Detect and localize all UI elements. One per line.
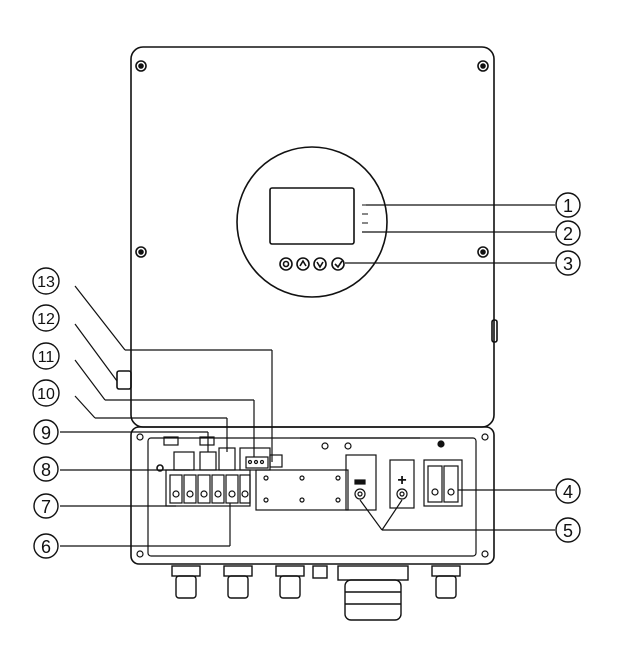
side-knob: [491, 319, 498, 343]
callout-11-label: 11: [38, 349, 55, 366]
callout-13: 13: [32, 267, 60, 295]
display-panel: [236, 146, 388, 298]
callout-6: 6: [33, 533, 59, 559]
indicator-leds: [362, 204, 368, 224]
leader-lines: [60, 204, 555, 547]
callout-8-label: 8: [41, 460, 51, 480]
center-plate: [255, 469, 349, 511]
wiring-box-inner: [147, 437, 477, 557]
side-switch: [116, 370, 132, 390]
callout-2-label: 2: [563, 224, 573, 244]
callout-9-label: 9: [41, 423, 51, 443]
wiring-box: [130, 426, 495, 565]
battery-terminals: [345, 454, 415, 511]
callout-10-label: 10: [37, 386, 55, 403]
callout-7-label: 7: [41, 497, 51, 517]
callout-4: 4: [555, 478, 581, 504]
callout-5-label: 5: [563, 521, 573, 541]
callout-8: 8: [33, 456, 59, 482]
callout-3: 3: [555, 250, 581, 276]
callout-7: 7: [33, 493, 59, 519]
lcd-screen: [269, 187, 355, 245]
callout-1-label: 1: [563, 196, 573, 216]
breaker-switches: [173, 447, 271, 471]
callout-2: 2: [555, 220, 581, 246]
pv-terminal-block: [423, 440, 463, 507]
front-cover: [130, 46, 495, 428]
callout-11: 11: [32, 342, 60, 370]
callout-13-label: 13: [37, 274, 55, 291]
function-buttons: [279, 257, 345, 271]
ground-screw-left: [156, 464, 164, 472]
callout-12: 12: [32, 304, 60, 332]
callout-12-label: 12: [37, 311, 55, 328]
wiring-box-screws: [136, 433, 489, 558]
callout-9: 9: [33, 419, 59, 445]
cover-screws: [135, 60, 489, 258]
callout-1: 1: [555, 192, 581, 218]
callout-10: 10: [32, 379, 60, 407]
callout-5: 5: [555, 517, 581, 543]
positive-mark: +: [397, 472, 406, 489]
comm-ports: [245, 454, 283, 469]
callout-6-label: 6: [41, 537, 51, 557]
top-bracket: [163, 436, 420, 450]
callout-4-label: 4: [563, 482, 573, 502]
callouts: 1 2 3 4 5 6 7 8: [32, 192, 581, 559]
callout-3-label: 3: [563, 254, 573, 274]
ac-terminal-block: [165, 469, 251, 507]
cable-glands: [171, 565, 461, 621]
